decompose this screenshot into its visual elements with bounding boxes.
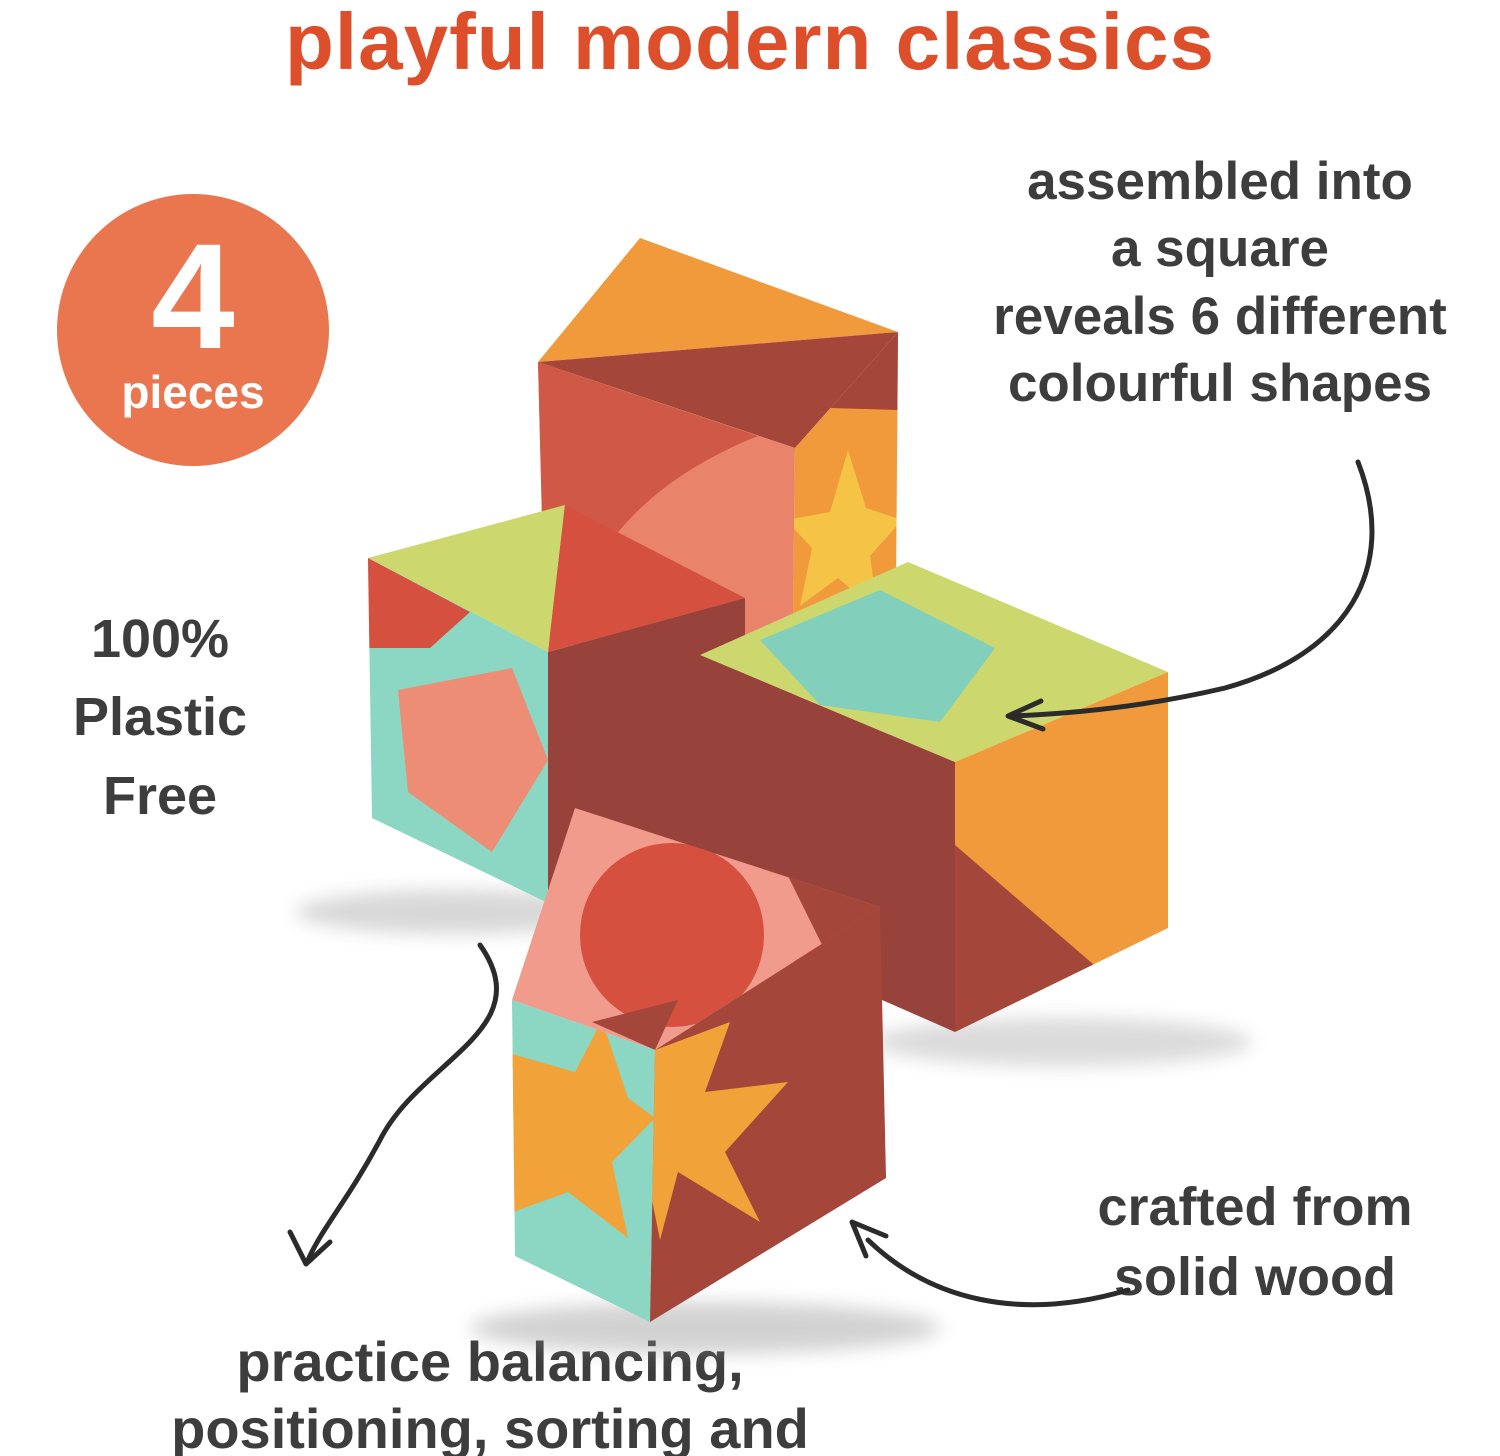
callout-crafted: crafted from solid wood — [1097, 1177, 1413, 1308]
cube-left-topface-green — [368, 505, 565, 652]
arrow-practice-head — [287, 1229, 333, 1267]
cube-shadows — [295, 890, 1252, 1354]
cube-left-frontface-pink-shape — [398, 668, 548, 852]
arrow-assembled-head — [1005, 698, 1046, 732]
cube-top-rightface-red-sliver — [830, 332, 898, 410]
cube-left-frontface-red-wedge — [368, 558, 470, 648]
arrow-practice — [305, 942, 499, 1263]
cube-left-topface-red — [548, 505, 745, 652]
cube-left — [368, 505, 745, 903]
callout-assembled: assembled into a square reveals 6 differ… — [993, 152, 1447, 413]
piece-count-number: 4 — [151, 212, 235, 381]
cube-right-topface-teal-shape — [760, 590, 995, 722]
piece-count-label: pieces — [121, 365, 265, 418]
cube-top-topface-red — [538, 332, 898, 448]
cube-front-rightface-star — [650, 1022, 788, 1240]
cube-front — [512, 808, 886, 1322]
arrow-assembled — [1009, 459, 1375, 719]
arrow-crafted-head — [849, 1219, 889, 1259]
annotation-arrows — [287, 459, 1375, 1308]
page-title: playful modern classics — [284, 0, 1216, 86]
cube-top-topface-orange — [538, 238, 898, 362]
cube-front-topface-corner-near — [592, 1000, 678, 1050]
cube-top-frontface-curve — [538, 362, 758, 638]
piece-count-badge: 4 pieces — [57, 194, 329, 466]
cube-front-leftface-star — [512, 1020, 655, 1238]
cube-front-topface-red-circle — [580, 843, 764, 1027]
cube-top-rightface-star — [792, 450, 898, 612]
callout-plastic-free: 100% Plastic Free — [72, 609, 248, 826]
cube-front-topface-corner-right — [788, 876, 880, 985]
arrow-crafted — [865, 1237, 1131, 1308]
cube-front-rightface — [650, 907, 886, 1322]
